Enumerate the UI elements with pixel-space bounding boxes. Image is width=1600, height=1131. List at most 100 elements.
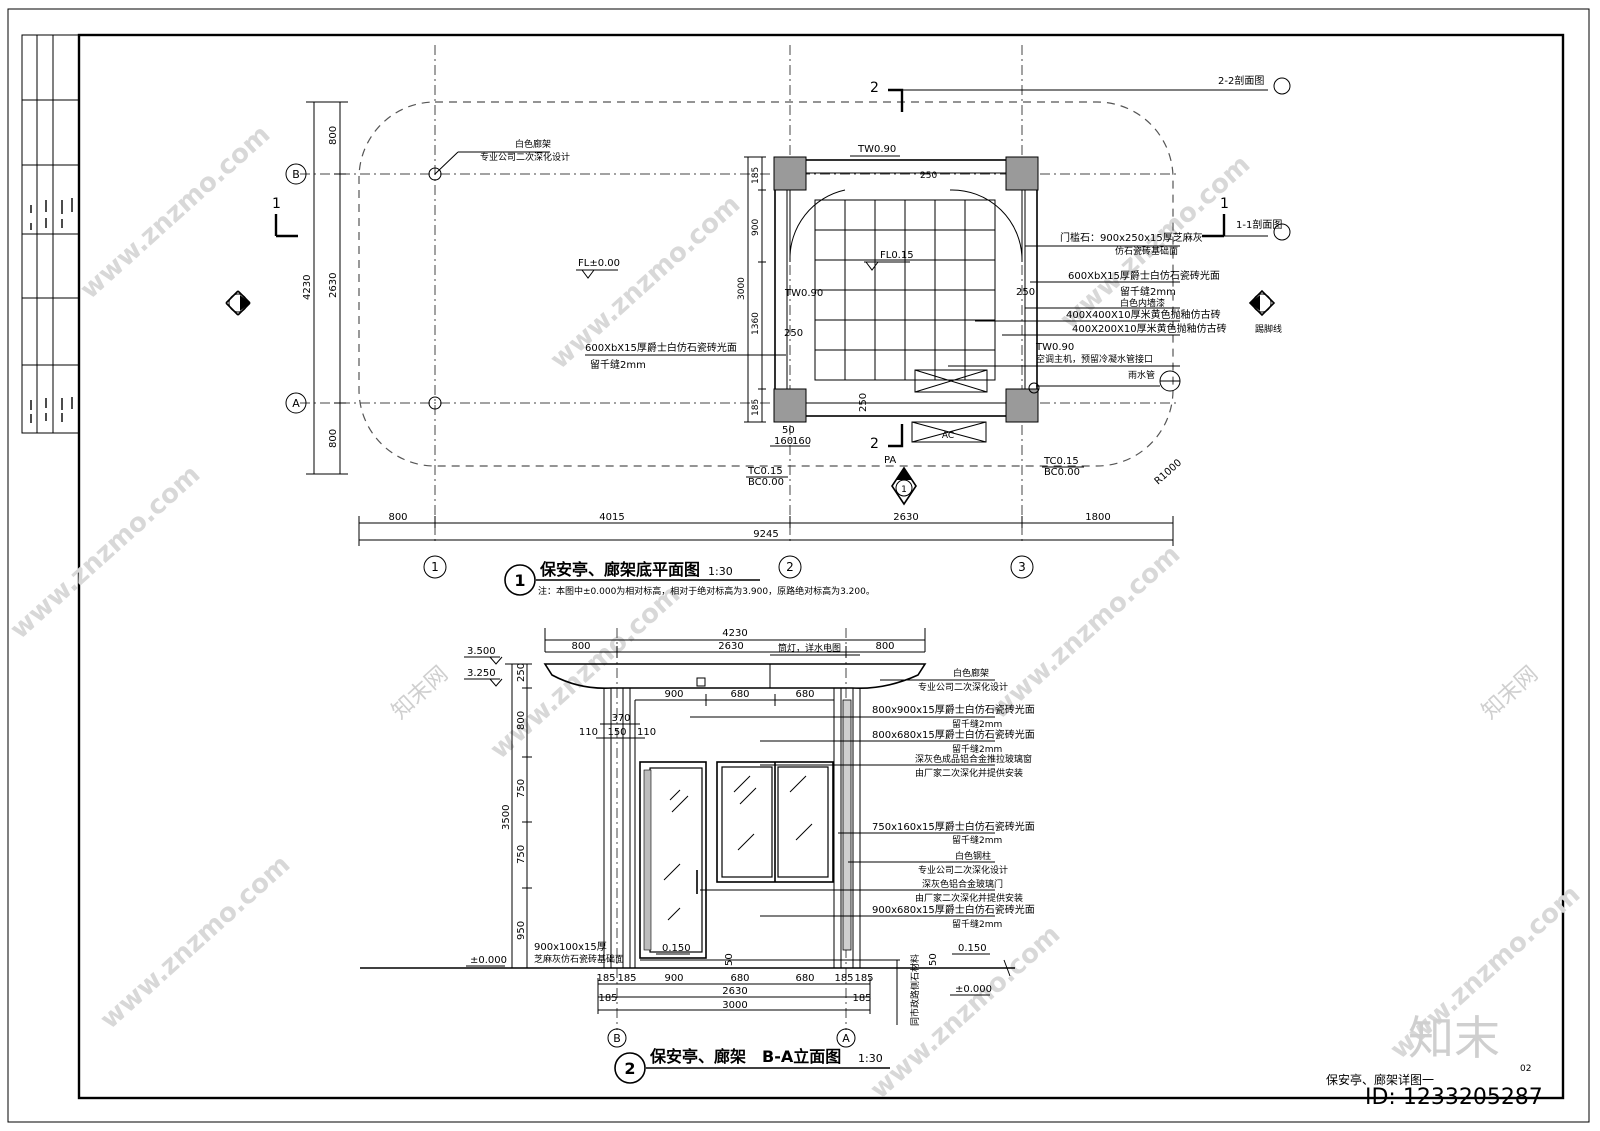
svg-text:750: 750	[516, 779, 527, 798]
level-bc-right: BC0.00	[1044, 467, 1080, 478]
svg-text:筒灯，详水电图: 筒灯，详水电图	[778, 642, 841, 654]
svg-text:B: B	[292, 168, 300, 181]
svg-text:留千缝2mm: 留千缝2mm	[590, 358, 646, 371]
svg-text:4230: 4230	[722, 628, 747, 639]
svg-text:2: 2	[870, 436, 879, 452]
svg-text:芝麻灰仿石瓷砖基础面: 芝麻灰仿石瓷砖基础面	[534, 953, 624, 965]
dim-small: 250	[920, 171, 937, 181]
svg-text:白色廊架: 白色廊架	[953, 667, 989, 679]
plan-dims-left: 800 2630 800 4230	[302, 101, 348, 475]
svg-text:4015: 4015	[599, 512, 624, 523]
elevation-marker-left	[225, 290, 251, 316]
watermark-brand: 知末网	[387, 662, 453, 725]
watermark-site: www.znzmo.com	[985, 539, 1187, 725]
svg-text:留千缝2mm: 留千缝2mm	[952, 918, 1002, 930]
radius-label: R1000	[1153, 457, 1184, 487]
svg-text:2: 2	[786, 560, 794, 574]
watermark-logo: 知末	[1408, 1011, 1500, 1065]
svg-text:4230: 4230	[302, 275, 313, 300]
floor-tile-grid	[814, 199, 996, 381]
svg-text:2630: 2630	[722, 986, 747, 997]
elev-dims-column: 370 110 150 110	[579, 713, 656, 739]
svg-text:800: 800	[388, 512, 407, 523]
svg-text:1800: 1800	[1085, 512, 1110, 523]
elevation-title-index: 2	[624, 1059, 635, 1078]
svg-text:留千缝2mm: 留千缝2mm	[952, 743, 1002, 755]
svg-text:由厂家二次深化并提供安装: 由厂家二次深化并提供安装	[915, 767, 1023, 779]
svg-text:2630: 2630	[893, 512, 918, 523]
dim-small: 250	[858, 393, 869, 412]
pergola-post	[428, 396, 442, 410]
svg-text:370: 370	[611, 713, 630, 724]
section-mark-1-left: 1	[272, 196, 298, 238]
drawing-name: 保安亭、廊架详图一	[1326, 1072, 1434, 1087]
svg-text:800x680x15厚爵士白仿石瓷砖光面: 800x680x15厚爵士白仿石瓷砖光面	[872, 728, 1035, 741]
svg-text:800x900x15厚爵士白仿石瓷砖光面: 800x900x15厚爵士白仿石瓷砖光面	[872, 703, 1035, 716]
level-bc-left: BC0.00	[748, 477, 784, 488]
svg-text:留千缝2mm: 留千缝2mm	[1120, 285, 1176, 298]
svg-text:150: 150	[607, 727, 626, 738]
svg-text:680: 680	[795, 973, 814, 984]
svg-text:600XbX15厚爵士白仿石瓷砖光面: 600XbX15厚爵士白仿石瓷砖光面	[585, 341, 737, 354]
svg-text:3.250: 3.250	[467, 668, 496, 679]
svg-text:185: 185	[834, 973, 853, 984]
svg-text:FL0.15: FL0.15	[880, 250, 914, 261]
axis-bubble-2: 2	[778, 555, 802, 579]
ac-unit	[914, 369, 988, 393]
svg-text:A: A	[842, 1032, 850, 1045]
glass-door	[639, 761, 707, 959]
svg-text:雨水管: 雨水管	[1128, 369, 1155, 381]
section-mark-2-top: 2 2-2剖面图	[870, 74, 1291, 112]
svg-text:踢脚线: 踢脚线	[1255, 323, 1282, 335]
svg-text:185: 185	[617, 973, 636, 984]
svg-text:1-1剖面图: 1-1剖面图	[1236, 218, 1282, 231]
svg-text:600XbX15厚爵士白仿石瓷砖光面: 600XbX15厚爵士白仿石瓷砖光面	[1068, 269, 1220, 282]
elevation-view: 800 2630 800 4230 900 680 680 370 110 15…	[360, 628, 1035, 1084]
dim-small: 250	[1016, 287, 1035, 298]
sheet-titleblock: 保安亭、廊架详图一 02 知末 ID: 1233205287	[1326, 1011, 1543, 1110]
svg-text:空调主机，预留冷凝水管接口: 空调主机，预留冷凝水管接口	[1036, 353, 1153, 365]
svg-text:3000: 3000	[737, 277, 747, 300]
kiosk-column	[773, 388, 807, 423]
elev-dims-bottom: 185 185 900 680 680 185 185 2630 185 185…	[596, 973, 874, 1014]
svg-text:3500: 3500	[501, 805, 512, 830]
plan-label-left-stone: 600XbX15厚爵士白仿石瓷砖光面 留千缝2mm	[585, 341, 786, 371]
plan-title-block: 1 保安亭、廊架底平面图 1:30 注：本图中±0.000为相对标高，相对于绝对…	[504, 560, 875, 597]
sliding-window	[716, 761, 834, 883]
elev-dims-top: 800 2630 800 4230 900 680 680	[545, 628, 925, 706]
door-swing	[789, 189, 846, 261]
svg-text:900x680x15厚爵士白仿石瓷砖光面: 900x680x15厚爵士白仿石瓷砖光面	[872, 903, 1035, 916]
elev-labels-right: 筒灯，详水电图 白色廊架 专业公司二次深化设计 800x900x15厚爵士白仿石…	[690, 642, 1035, 1026]
level-fl-inner: FL0.15	[864, 250, 914, 271]
plan-title: 保安亭、廊架底平面图	[539, 560, 700, 579]
watermark-site: www.znzmo.com	[5, 459, 207, 645]
elev-label-base: 900x100x15厚 芝麻灰仿石瓷砖基础面	[534, 941, 624, 965]
svg-text:1: 1	[901, 485, 907, 495]
svg-text:900: 900	[664, 689, 683, 700]
svg-text:680: 680	[730, 689, 749, 700]
svg-text:留千缝2mm: 留千缝2mm	[952, 718, 1002, 730]
svg-text:同市政路侧石材料: 同市政路侧石材料	[909, 954, 921, 1026]
svg-text:深灰色成品铝合金推拉玻璃窗: 深灰色成品铝合金推拉玻璃窗	[915, 753, 1032, 765]
svg-text:3000: 3000	[722, 1000, 747, 1011]
elev-axis-bubble-b: B	[607, 1028, 627, 1048]
elevation-scale: 1:30	[858, 1052, 883, 1065]
axis-bubble-a: A	[285, 392, 307, 414]
svg-text:185: 185	[596, 973, 615, 984]
axis-bubble-1: 1	[423, 555, 447, 579]
svg-text:1360: 1360	[751, 312, 761, 335]
svg-text:专业公司二次深化设计: 专业公司二次深化设计	[480, 151, 570, 163]
sheet-border	[7, 8, 1590, 1123]
dim-small: 250	[784, 328, 803, 339]
svg-text:900: 900	[664, 973, 683, 984]
svg-text:185: 185	[598, 993, 617, 1004]
plan-dims-bottom: 800 4015 2630 1800 9245	[358, 512, 1174, 546]
level-tw-top: TW0.90	[857, 144, 896, 155]
watermark-brand: 知末网	[1477, 662, 1543, 725]
plan-labels-right: 门槛石：900x250x15厚芝麻灰 仿石瓷砖基础面 600XbX15厚爵士白仿…	[948, 231, 1282, 387]
svg-text:2630: 2630	[718, 641, 743, 652]
svg-text:由厂家二次深化并提供安装: 由厂家二次深化并提供安装	[915, 892, 1023, 904]
plan-label-pergola-col: 白色廊架 专业公司二次深化设计	[434, 138, 570, 175]
svg-text:400X400X10厚米黄色抛釉仿古砖: 400X400X10厚米黄色抛釉仿古砖	[1066, 308, 1221, 321]
kiosk-dims-left: 185 900 3000 1360 185	[737, 156, 766, 423]
